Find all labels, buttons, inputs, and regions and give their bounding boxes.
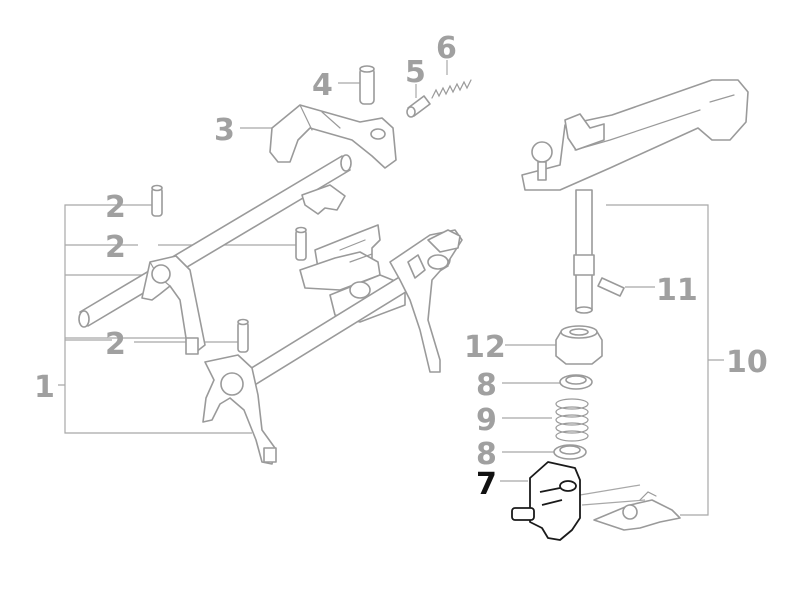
leader-7-detail <box>579 484 646 506</box>
shift-lever-assembly <box>521 79 749 314</box>
detent-lever <box>593 491 681 531</box>
callout-2c: 2 <box>105 327 126 362</box>
callout-4: 4 <box>312 68 333 103</box>
pin-11 <box>597 277 625 297</box>
callout-6: 6 <box>436 31 457 66</box>
pin-2b <box>295 226 307 261</box>
callouts: 1 2 2 2 3 4 5 6 7 8 8 9 10 11 12 <box>34 31 768 502</box>
fork-piece-upper <box>301 184 346 215</box>
plunger-5 <box>406 95 431 118</box>
callout-5: 5 <box>405 55 426 90</box>
callout-7: 7 <box>476 467 497 502</box>
shift-fork-lower-left <box>202 354 277 465</box>
callout-3: 3 <box>214 113 235 148</box>
callout-2b: 2 <box>105 230 126 265</box>
callout-2a: 2 <box>105 190 126 225</box>
leader-10-bracket <box>606 204 724 516</box>
bracket-3 <box>269 104 397 169</box>
leader-1-bracket <box>58 204 252 434</box>
washer-8-upper <box>559 374 593 390</box>
pin-4 <box>359 65 375 105</box>
shift-fork-upper-left <box>141 255 206 355</box>
bushing-12 <box>555 325 603 365</box>
callout-12: 12 <box>464 330 506 365</box>
pin-2c <box>237 318 249 353</box>
pin-2a <box>151 184 163 217</box>
callout-11: 11 <box>656 273 698 308</box>
callout-8a: 8 <box>476 368 497 403</box>
callout-10: 10 <box>726 345 768 380</box>
shift-fork-right <box>389 229 463 373</box>
callout-9: 9 <box>476 403 497 438</box>
spring-9 <box>555 398 589 442</box>
housing-7 <box>511 461 581 541</box>
spring-6 <box>431 79 472 99</box>
washer-8-lower <box>553 444 587 460</box>
callout-1: 1 <box>34 370 55 405</box>
callout-8b: 8 <box>476 437 497 472</box>
